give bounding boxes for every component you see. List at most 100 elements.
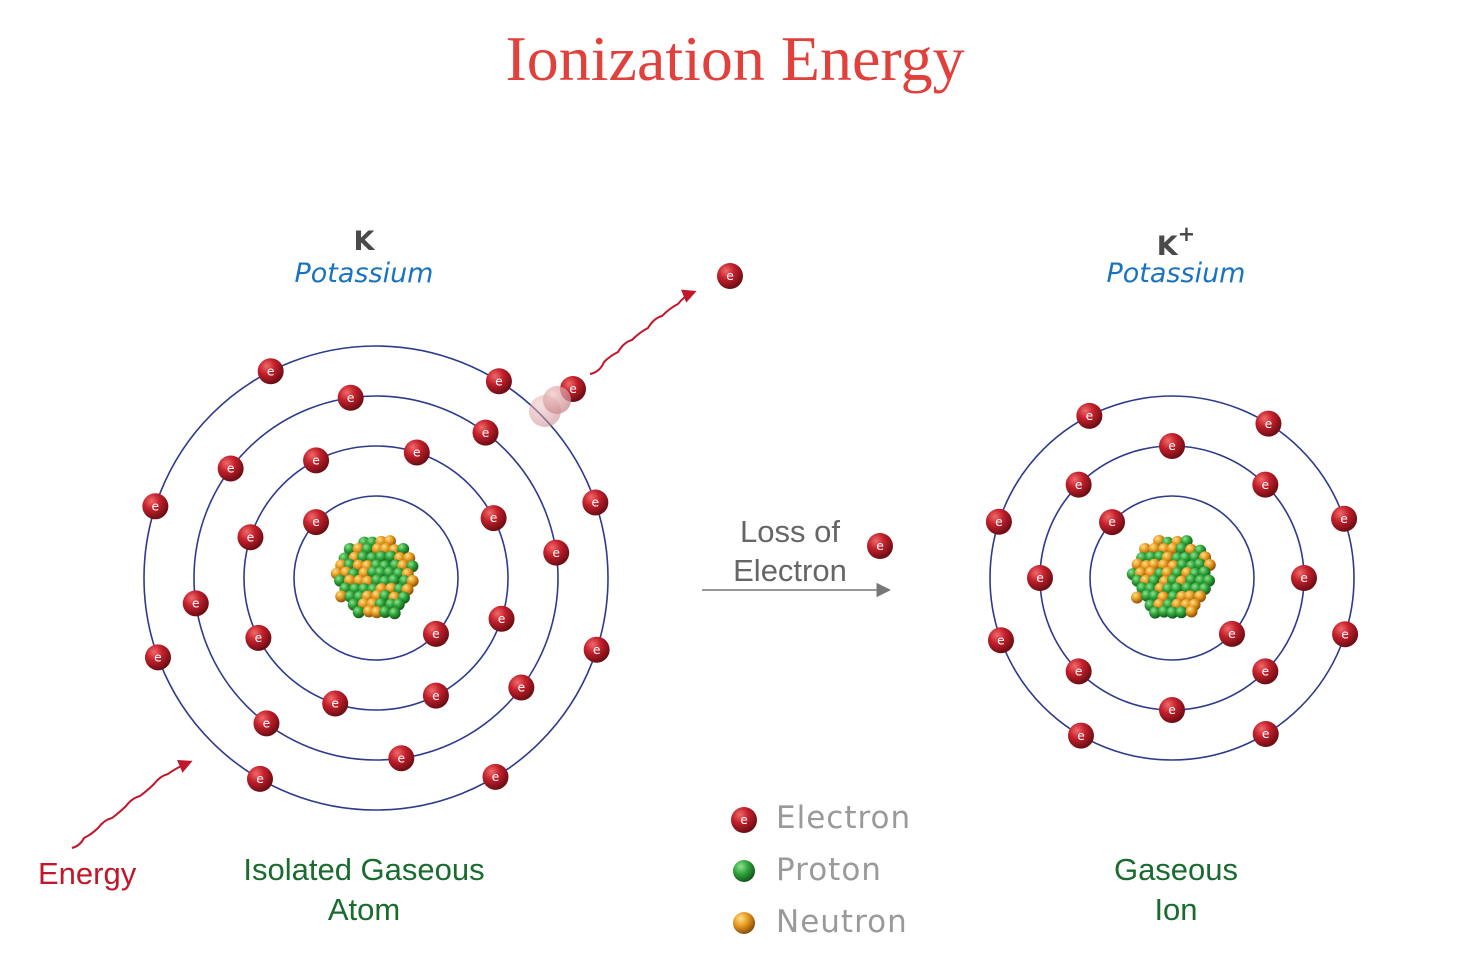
atom-caption: Isolated Gaseous Atom xyxy=(184,850,544,930)
electron: e xyxy=(485,368,512,395)
electron: e xyxy=(257,358,284,385)
electron-glyph: e xyxy=(592,496,600,510)
electron: e xyxy=(488,605,515,632)
electron-glyph: e xyxy=(490,511,498,525)
electron: e xyxy=(388,745,415,772)
electron: e xyxy=(237,524,264,551)
proton xyxy=(352,606,365,619)
electron-glyph: e xyxy=(518,681,526,695)
energy-arrow xyxy=(71,759,193,849)
electron-glyph: e xyxy=(1228,627,1236,641)
proton xyxy=(1175,542,1188,555)
electron: e xyxy=(1159,697,1185,723)
electron-glyph: e xyxy=(1075,664,1083,678)
electron: e xyxy=(508,674,535,701)
electron-glyph: e xyxy=(1262,478,1270,492)
electron-glyph: e xyxy=(312,454,320,468)
electron-glyph: e xyxy=(347,391,355,405)
electron-glyph: e xyxy=(1168,703,1176,717)
electron-glyph: e xyxy=(495,374,503,388)
neutron xyxy=(335,590,348,603)
electron-glyph: e xyxy=(498,612,506,626)
atom-caption-line2: Atom xyxy=(327,892,401,927)
energy-label: Energy xyxy=(38,856,137,891)
legend-markers: e xyxy=(731,807,757,934)
electron: e xyxy=(987,627,1014,654)
electron-ghost xyxy=(543,386,571,414)
electron: e xyxy=(472,419,499,446)
electron-glyph: e xyxy=(267,364,275,378)
electron-glyph: e xyxy=(1262,664,1270,678)
ejected-electron-trail xyxy=(529,386,571,427)
proton xyxy=(379,606,392,619)
neutron xyxy=(1131,591,1144,604)
electron-glyph: e xyxy=(263,717,271,731)
atom-caption-line1: Isolated Gaseous xyxy=(243,852,485,887)
electron-glyph: e xyxy=(1265,417,1273,431)
page-title: Ionization Energy xyxy=(505,23,965,94)
electron-glyph: e xyxy=(192,596,200,610)
electron: e xyxy=(142,493,169,520)
electron: e xyxy=(1159,433,1185,459)
electron-glyph: e xyxy=(256,772,264,786)
electron-glyph: e xyxy=(1341,627,1349,641)
electron: e xyxy=(422,682,449,709)
electron: e xyxy=(1076,402,1103,429)
electron: e xyxy=(582,489,609,516)
proton xyxy=(384,550,397,563)
electron-glyph: e xyxy=(154,651,162,665)
free-electrons: ee xyxy=(717,263,893,559)
electron-glyph: e xyxy=(152,499,160,513)
proton xyxy=(1149,606,1162,619)
electron-glyph: e xyxy=(432,689,440,703)
ejection-arrow xyxy=(589,289,697,375)
legend-label-electron: Electron xyxy=(776,800,912,836)
electron-glyph: e xyxy=(331,697,339,711)
ion-caption: Gaseous Ion xyxy=(996,850,1356,930)
atom-orbits xyxy=(143,345,609,811)
electron-glyph: e xyxy=(552,546,560,560)
neutron xyxy=(1185,605,1198,618)
atom-symbol: K xyxy=(353,226,375,257)
electron-glyph: e xyxy=(1340,512,1348,526)
legend-marker-neutron xyxy=(733,912,755,934)
electron: e xyxy=(1065,658,1092,685)
atom-orbit-2 xyxy=(243,445,509,711)
electron-glyph: e xyxy=(569,382,577,396)
electron: e xyxy=(867,533,893,559)
electron: e xyxy=(985,508,1012,535)
electron-glyph: e xyxy=(1036,571,1044,585)
electron-glyph: e xyxy=(1108,515,1116,529)
electron: e xyxy=(1027,565,1053,591)
atom-orbit-4 xyxy=(143,345,609,811)
atom-orbit-3 xyxy=(193,395,559,761)
electron-glyph: e xyxy=(398,751,406,765)
electron-glyph: e xyxy=(1262,727,1270,741)
electron-glyph: e xyxy=(492,770,500,784)
electron: e xyxy=(247,765,273,792)
electron-glyph: e xyxy=(1300,571,1308,585)
electron: e xyxy=(144,644,171,671)
neutron xyxy=(406,574,419,587)
electron-glyph: e xyxy=(593,643,601,657)
electron: e xyxy=(1332,621,1359,648)
electron: e xyxy=(543,539,570,566)
electron: e xyxy=(245,624,272,651)
electron-glyph: e xyxy=(255,631,263,645)
electron: e xyxy=(253,710,280,737)
electron-glyph: e xyxy=(1086,409,1094,423)
ion-symbol-letter: K xyxy=(1156,231,1178,262)
electron-glyph: e xyxy=(413,446,421,460)
electron-glyph: e xyxy=(876,539,884,553)
electron: e xyxy=(303,447,330,474)
electron: e xyxy=(1252,721,1279,748)
electron-glyph: e xyxy=(740,813,748,827)
transition-label-line1: Loss of xyxy=(740,514,840,549)
legend-label-neutron: Neutron xyxy=(776,904,908,940)
proton xyxy=(388,607,401,620)
electron: e xyxy=(403,439,430,466)
electron: e xyxy=(583,636,610,663)
electron-glyph: e xyxy=(482,426,490,440)
